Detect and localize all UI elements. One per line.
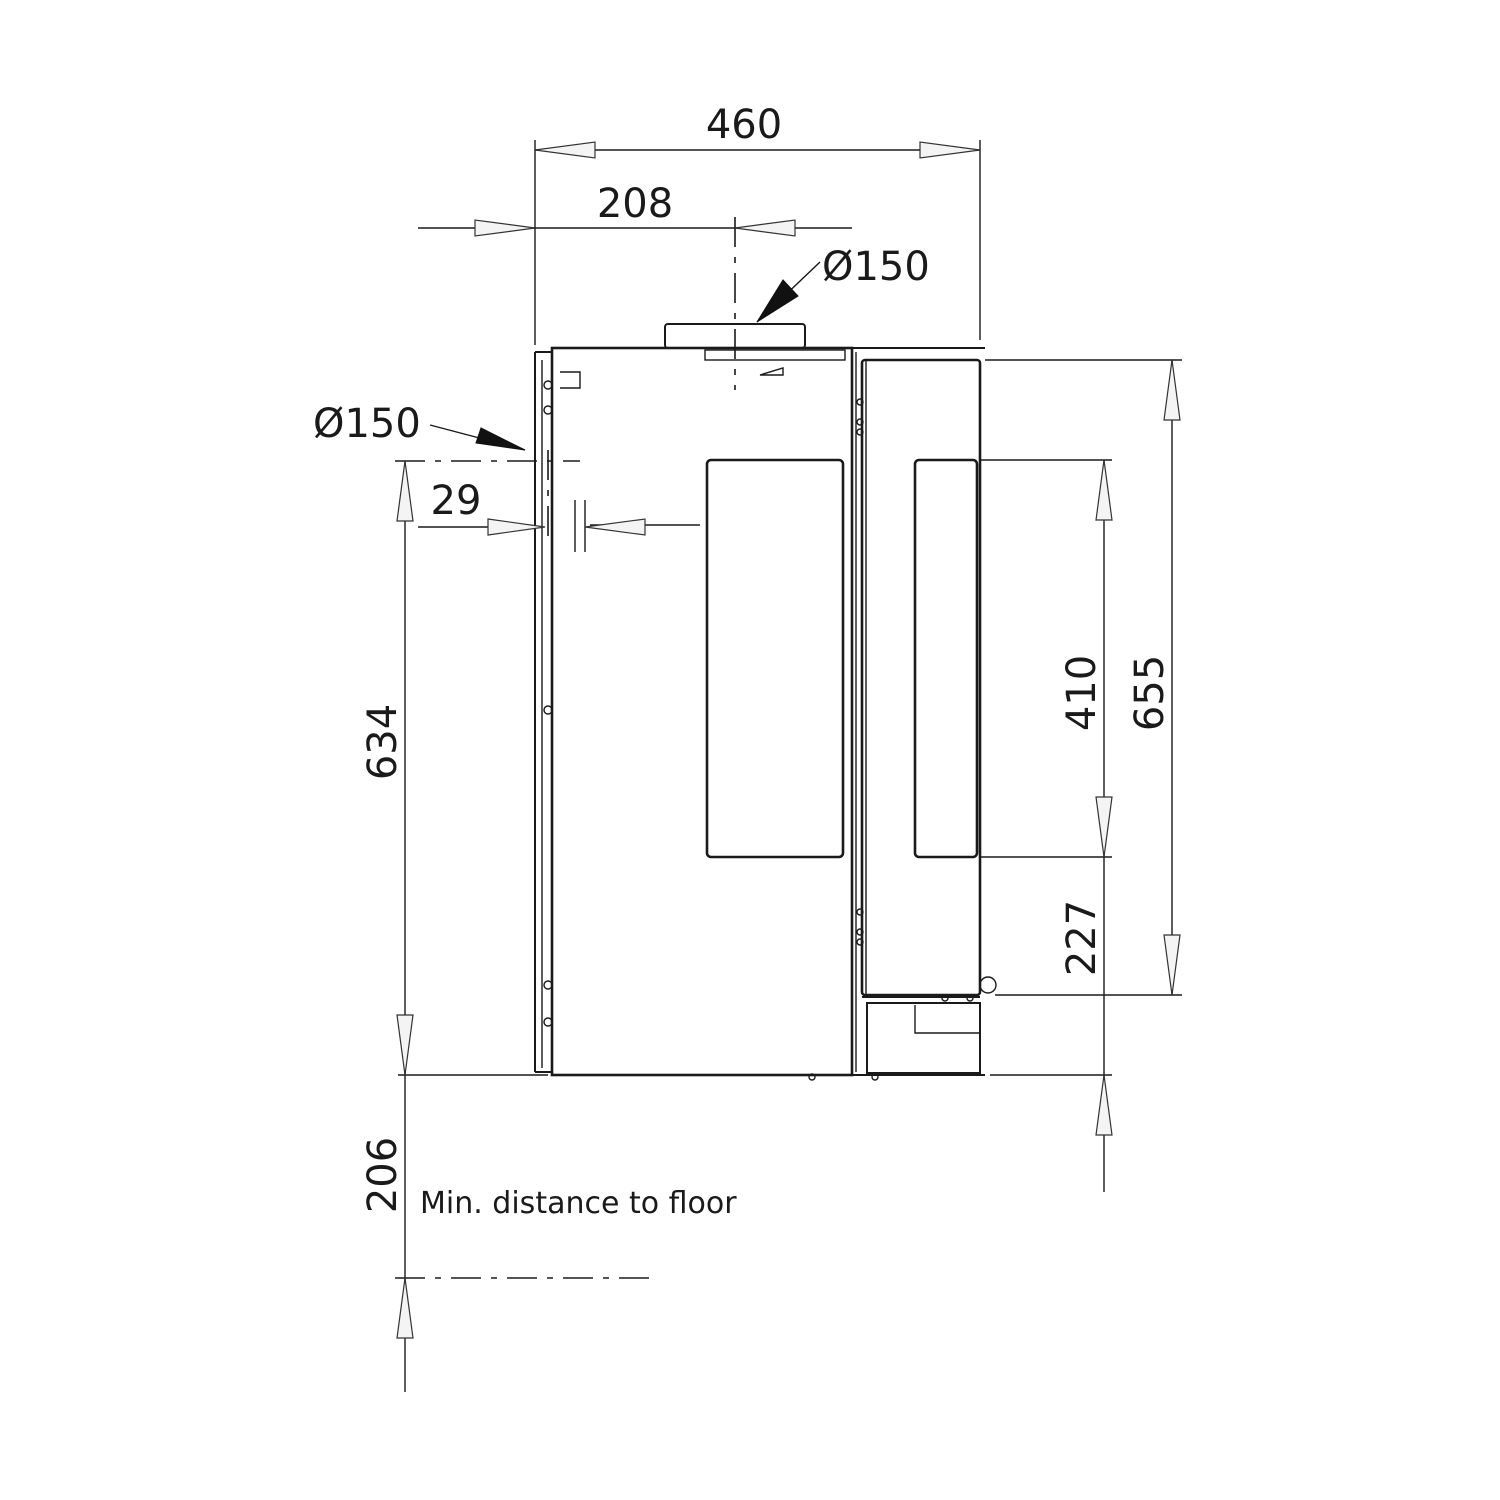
- arrow-460-right: [919, 141, 981, 159]
- arrow-410-top: [1095, 459, 1113, 521]
- arrow-206-bottom: [396, 1277, 414, 1339]
- arrow-29-right: [584, 518, 646, 536]
- dim-top-flue-diameter: Ø150: [822, 244, 930, 290]
- extension-lines: [398, 140, 1182, 1076]
- arrow-29-left: [487, 518, 546, 536]
- arrow-655-bottom: [1163, 934, 1181, 996]
- arrow-460-left: [534, 141, 596, 159]
- dim-window-height: 410: [1059, 655, 1105, 731]
- dim-rear-clearance: 29: [431, 478, 482, 524]
- centerlines: [395, 217, 736, 1279]
- arrow-227-bottom: [1095, 1074, 1113, 1136]
- dim-window-bottom-height: 227: [1059, 900, 1105, 976]
- dimension-labels: 460 208 Ø150 Ø150 29 634 206 410 655 227…: [313, 102, 1173, 1221]
- arrow-top-flue-leader: [756, 279, 799, 323]
- floor-distance-note: Min. distance to floor: [420, 1186, 737, 1221]
- dim-rear-flue-diameter: Ø150: [313, 401, 421, 447]
- dim-floor-distance: 206: [360, 1137, 406, 1213]
- stove-body: [534, 323, 997, 1081]
- dim-overall-width: 460: [706, 102, 782, 148]
- arrow-634-bottom: [396, 1014, 414, 1076]
- arrow-655-top: [1163, 359, 1181, 421]
- arrowheads: [396, 141, 1181, 1339]
- dim-rear-flue-height: 634: [360, 704, 406, 780]
- arrow-208-left: [474, 219, 536, 237]
- dim-overall-height: 655: [1127, 655, 1173, 731]
- arrow-634-top: [396, 460, 414, 522]
- arrow-208-right: [734, 219, 796, 237]
- arrow-rear-flue-leader: [475, 427, 526, 451]
- arrow-410-bottom: [1095, 796, 1113, 858]
- dim-flue-offset: 208: [597, 181, 673, 227]
